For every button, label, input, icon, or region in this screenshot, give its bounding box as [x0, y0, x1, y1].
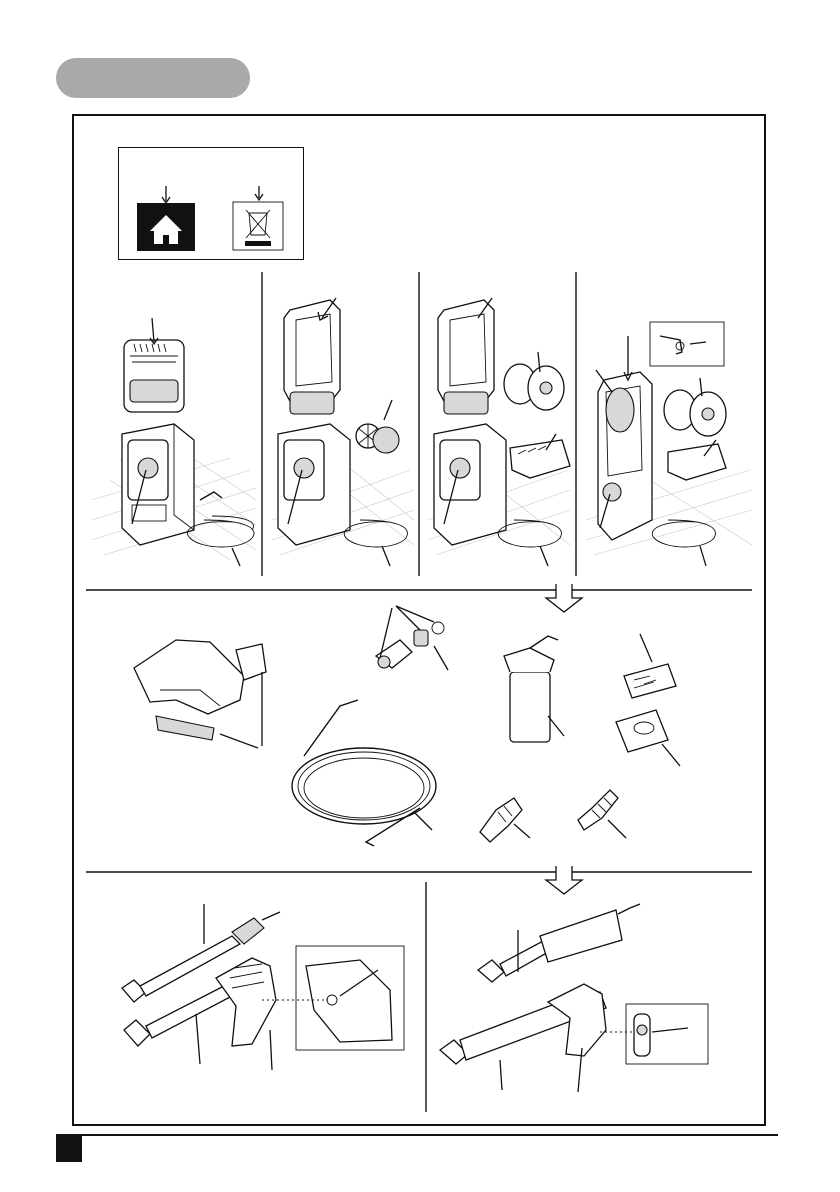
lance-set-1 — [122, 904, 404, 1070]
variant-panel-4 — [586, 322, 752, 566]
variant-panel-3 — [428, 298, 570, 566]
lance-set-2 — [440, 904, 708, 1092]
indoor-use-icon — [137, 186, 195, 251]
weee-crossed-bin-icon — [233, 186, 283, 250]
accessories-panel — [134, 606, 680, 846]
variant-panel-1 — [92, 318, 256, 566]
variant-panel-2 — [272, 298, 414, 566]
